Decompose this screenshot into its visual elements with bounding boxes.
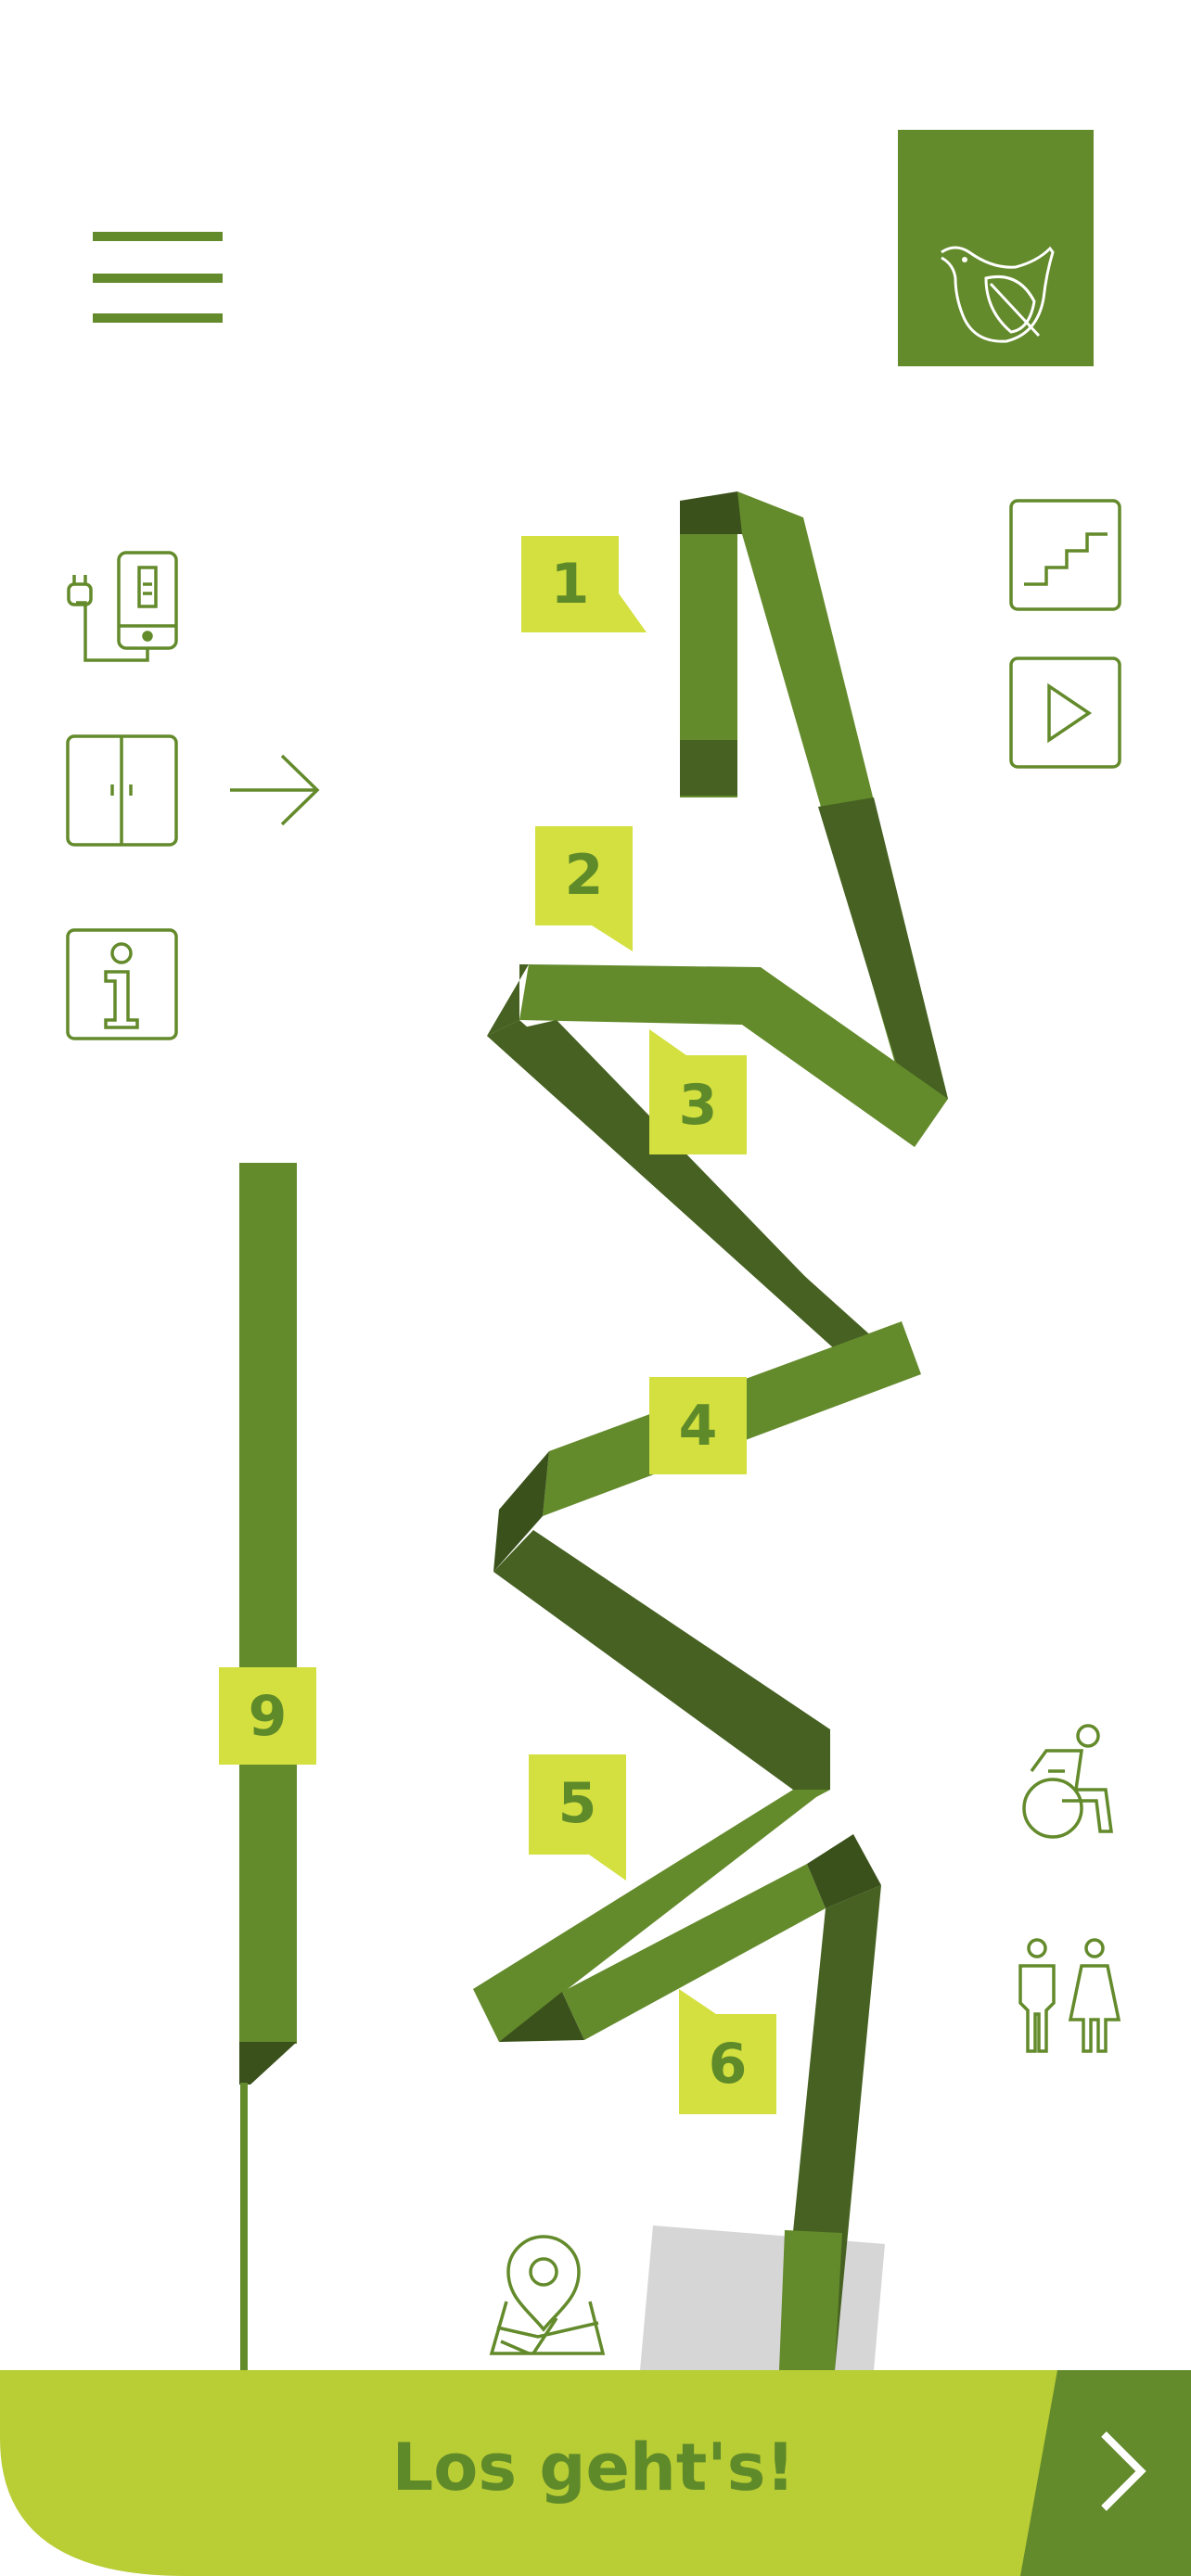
marker-label-1: 1 xyxy=(550,552,590,617)
stairs-icon[interactable] xyxy=(1009,499,1121,611)
marker-9[interactable] xyxy=(219,1667,316,1765)
marker-1[interactable] xyxy=(521,536,647,632)
locker-icon[interactable] xyxy=(66,734,178,847)
cta-arrow-panel xyxy=(1020,2370,1191,2576)
information-icon[interactable] xyxy=(66,928,178,1040)
arrow-right-icon xyxy=(230,754,320,826)
marker-label-3: 3 xyxy=(678,1073,718,1138)
marker-label-4: 4 xyxy=(678,1394,718,1459)
start-button[interactable]: Los geht's! xyxy=(391,2429,796,2506)
marker-label-5: 5 xyxy=(557,1771,597,1836)
chevron-right-icon[interactable] xyxy=(1101,2431,1146,2511)
restroom-icon[interactable] xyxy=(1018,1938,1121,2053)
marker-label-6: 6 xyxy=(708,2032,748,2097)
marker-label-9: 9 xyxy=(248,1684,288,1749)
grey-panel xyxy=(640,2225,885,2370)
bird-leaf-logo[interactable] xyxy=(898,130,1094,366)
marker-2[interactable] xyxy=(535,826,633,951)
marker-4[interactable] xyxy=(649,1377,747,1474)
marker-label-2: 2 xyxy=(564,843,604,908)
play-icon[interactable] xyxy=(1009,657,1121,769)
route-ribbon xyxy=(239,491,948,2370)
map-pin-icon[interactable] xyxy=(489,2235,606,2355)
marker-6[interactable] xyxy=(679,1989,776,2114)
hamburger-menu-icon[interactable] xyxy=(93,232,223,323)
marker-5[interactable] xyxy=(529,1754,626,1881)
wheelchair-icon[interactable] xyxy=(1022,1724,1113,1839)
charging-station-icon[interactable] xyxy=(67,551,178,662)
marker-3[interactable] xyxy=(649,1029,747,1154)
cta-background xyxy=(0,2370,1191,2576)
